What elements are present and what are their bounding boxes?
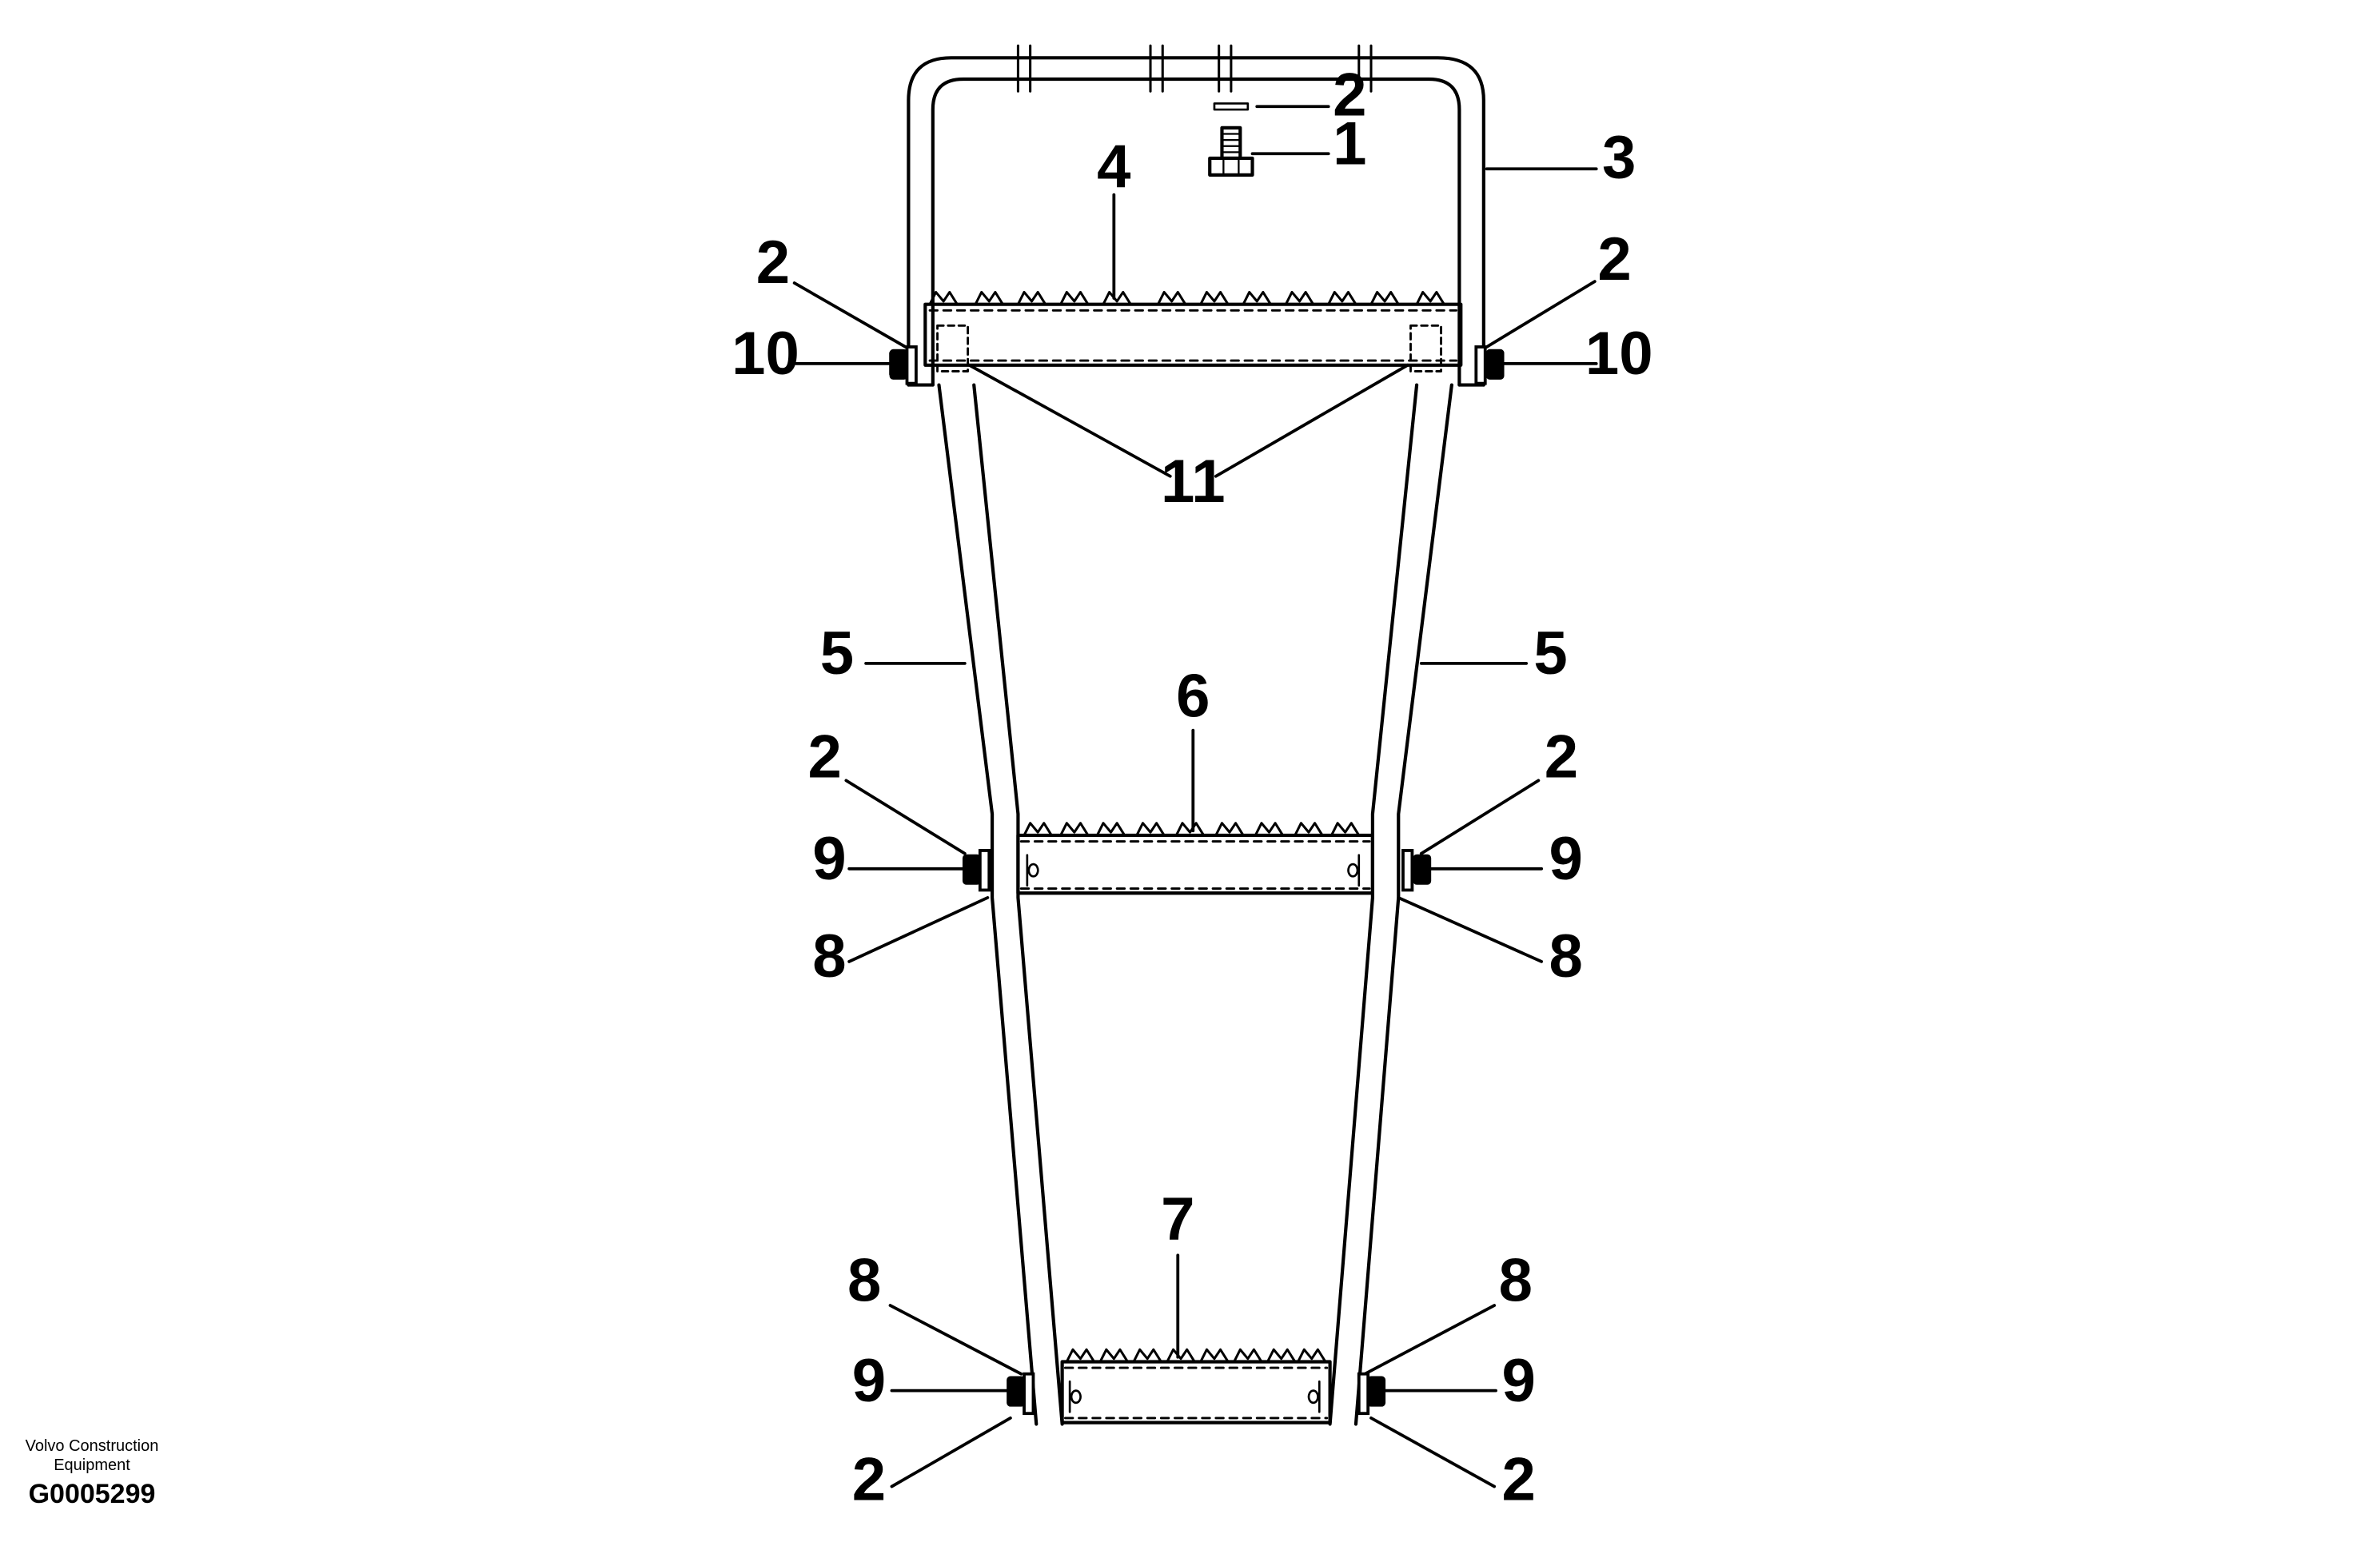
callout-11: 11 bbox=[1161, 448, 1225, 516]
drawing-code: G0005299 bbox=[28, 1479, 156, 1509]
callout-numbers: 2 1 3 4 2 2 10 10 11 5 5 6 2 2 9 9 8 8 7… bbox=[732, 62, 1652, 1514]
top-step bbox=[889, 290, 1479, 376]
callout-8-bottom-left: 8 bbox=[847, 1246, 881, 1314]
callout-2-upper-right: 2 bbox=[1597, 225, 1631, 293]
callout-10-left: 10 bbox=[732, 320, 799, 388]
callout-2-bottom-left: 2 bbox=[852, 1446, 886, 1514]
company-name-line1: Volvo Construction bbox=[25, 1437, 159, 1455]
callout-2-bottom-right: 2 bbox=[1501, 1446, 1535, 1514]
callout-5-right-rail: 5 bbox=[1533, 620, 1567, 687]
callout-8-bottom-right: 8 bbox=[1499, 1246, 1533, 1314]
leader-lines bbox=[792, 105, 1598, 1488]
callout-2-upper-left: 2 bbox=[756, 229, 790, 297]
washer-markers bbox=[905, 345, 1487, 1416]
handrail-frame bbox=[907, 44, 1485, 387]
callout-5-left-rail: 5 bbox=[820, 620, 854, 687]
side-rail-left bbox=[937, 383, 1064, 1426]
callout-2-mid-right: 2 bbox=[1545, 723, 1578, 791]
side-rail-right bbox=[1328, 383, 1453, 1426]
callout-2-pin: 2 bbox=[1333, 62, 1366, 130]
callout-8-mid-right: 8 bbox=[1549, 922, 1582, 990]
callout-10-right: 10 bbox=[1585, 320, 1653, 388]
callout-8-mid-left: 8 bbox=[812, 922, 846, 990]
middle-step bbox=[1016, 822, 1374, 895]
callout-9-bottom-left: 9 bbox=[852, 1347, 886, 1415]
callout-3-handrail: 3 bbox=[1602, 124, 1636, 192]
callout-9-bottom-right: 9 bbox=[1501, 1347, 1535, 1415]
bolt-part bbox=[1208, 102, 1254, 177]
callout-2-mid-left: 2 bbox=[808, 723, 842, 791]
company-name-line2: Equipment bbox=[54, 1456, 130, 1474]
callout-1-bolt: 1 bbox=[1333, 110, 1366, 178]
bottom-step bbox=[1060, 1348, 1332, 1425]
callout-4-top-step: 4 bbox=[1097, 133, 1130, 201]
callout-9-mid-right: 9 bbox=[1549, 825, 1582, 893]
callout-9-mid-left: 9 bbox=[812, 825, 846, 893]
callout-6-middle-step: 6 bbox=[1176, 662, 1210, 730]
callout-7-bottom-step: 7 bbox=[1161, 1185, 1194, 1253]
